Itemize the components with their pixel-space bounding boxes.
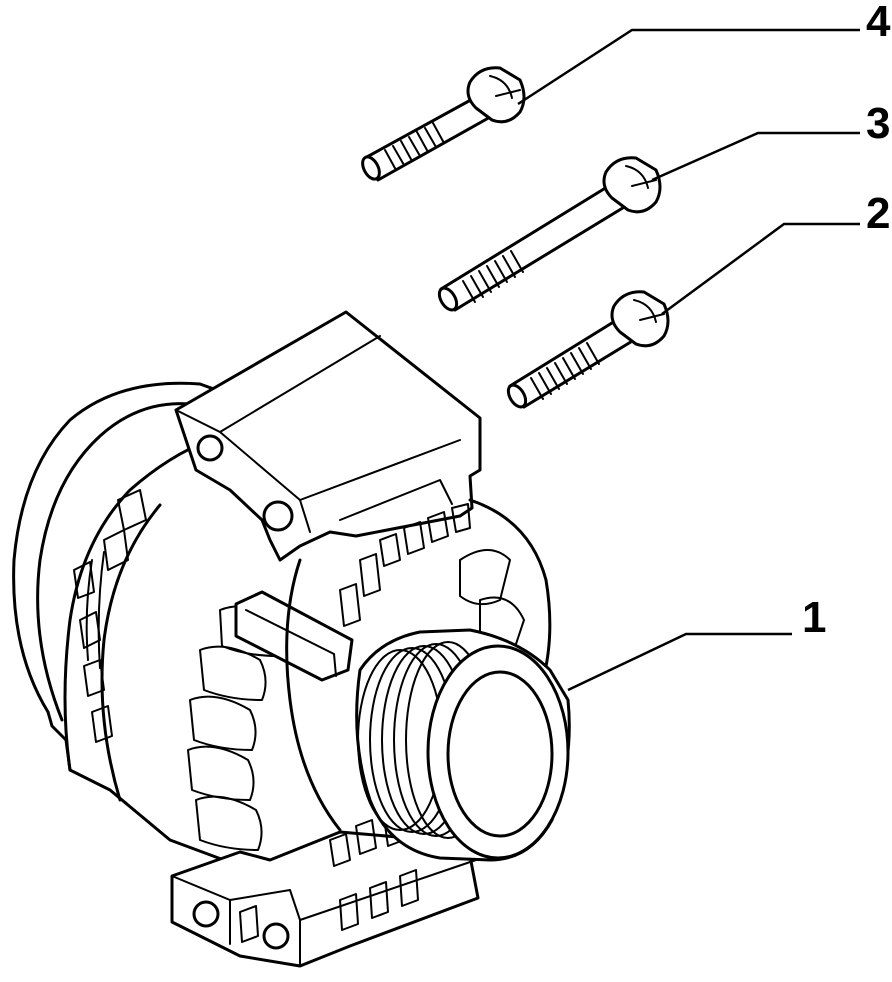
alternator[interactable] <box>12 310 571 968</box>
callout-3: 3 <box>866 99 890 148</box>
callout-4: 4 <box>866 0 891 46</box>
bolt-3[interactable] <box>436 156 662 313</box>
bolt-2[interactable] <box>505 290 670 410</box>
stator-fins-left <box>73 489 147 743</box>
callout-2: 2 <box>866 189 890 238</box>
bolt-4[interactable] <box>359 66 526 182</box>
leader-lines <box>517 28 860 692</box>
pulley[interactable] <box>355 628 571 862</box>
callout-1: 1 <box>802 593 826 642</box>
